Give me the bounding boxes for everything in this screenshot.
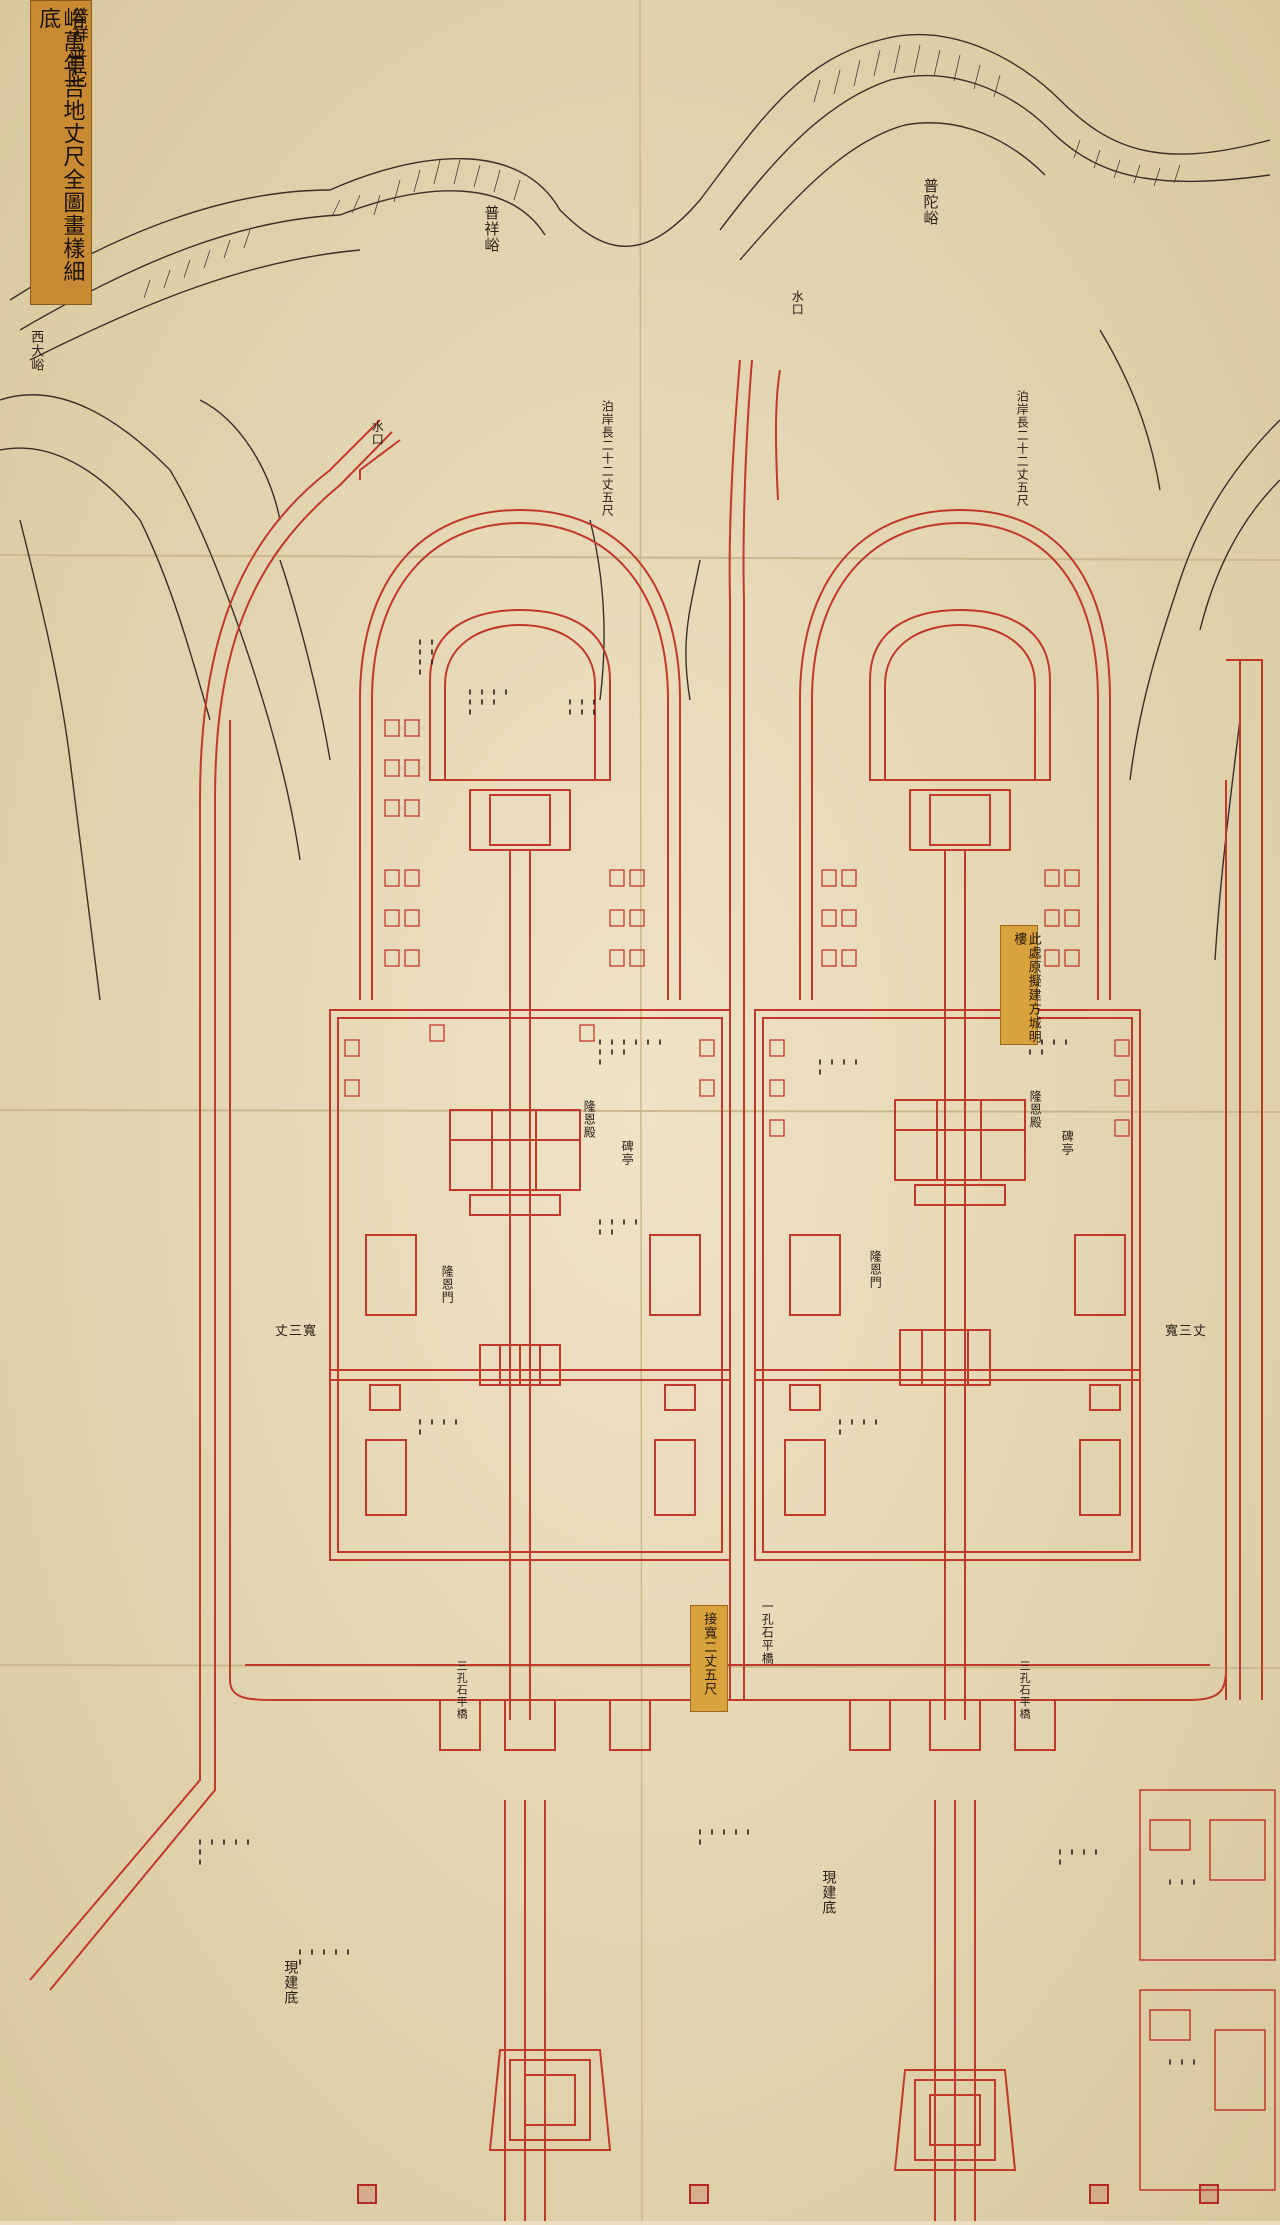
water-mouth-right: 水口 [790, 290, 805, 316]
west-dimension: 丈三寬 [275, 1324, 318, 1339]
west-hall-label: 隆恩殿 [582, 1100, 597, 1139]
west-small-rooms [344, 719, 715, 1097]
east-hall-label: 隆恩殿 [1028, 1090, 1043, 1129]
east-mausoleum [754, 508, 1141, 2221]
red-seals [357, 2184, 1219, 2204]
inset-plan [1139, 1789, 1276, 2191]
fold-line [0, 1664, 1280, 1669]
west-peak-label: 普祥峪 [482, 205, 501, 253]
title-col-first: 普陀 [64, 47, 88, 89]
east-bridge-label: 三孔石平橋 [1018, 1660, 1032, 1720]
fold-line [0, 1109, 1280, 1113]
center-bridge-note: 一孔石平橋 [760, 1600, 775, 1665]
center-slip-text: 接寬二丈五尺 [701, 1612, 717, 1696]
east-dimension: 寬三丈 [1165, 1324, 1208, 1339]
fold-line [639, 0, 643, 2222]
east-gate-label: 隆恩門 [868, 1250, 883, 1289]
water-mouth-left: 水口 [370, 420, 385, 446]
title-col-small: 普祥 [68, 7, 88, 43]
title-col-main: 峪萬年吉地丈尺全圖畫樣細底 [35, 7, 85, 283]
east-stele-pavilion: 碑亭 [1060, 1130, 1075, 1156]
west-valley-label: 西大峪 [28, 330, 44, 372]
lower-center-title: 現建底 [820, 1870, 837, 1915]
mountain-range [0, 34, 1280, 1001]
annotation-text-marks [199, 639, 1195, 2065]
east-slip-text: 此處原擬建方城明樓 [1011, 932, 1041, 1044]
center-paste-slip: 接寬二丈五尺 [690, 1605, 728, 1712]
outer-road [29, 359, 1263, 1991]
west-bridge-label: 三孔石平橋 [455, 1660, 469, 1720]
mountain-hatching [143, 44, 1181, 299]
east-peak-label: 普陀峪 [921, 178, 940, 226]
east-arch-note: 泊岸長二十二丈五尺 [1015, 390, 1030, 507]
west-arch-note: 泊岸長二十二丈五尺 [600, 400, 615, 517]
east-small-rooms [769, 869, 1130, 1137]
west-stele-pavilion: 碑亭 [620, 1140, 635, 1166]
west-mausoleum [329, 508, 731, 2221]
east-paste-slip: 此處原擬建方城明樓 [1000, 925, 1041, 1045]
title-slip: 普祥 普陀 峪萬年吉地丈尺全圖畫樣細底 [30, 0, 92, 305]
lower-left-title: 現建底 [282, 1960, 299, 2005]
west-gate-label: 隆恩門 [440, 1265, 455, 1304]
